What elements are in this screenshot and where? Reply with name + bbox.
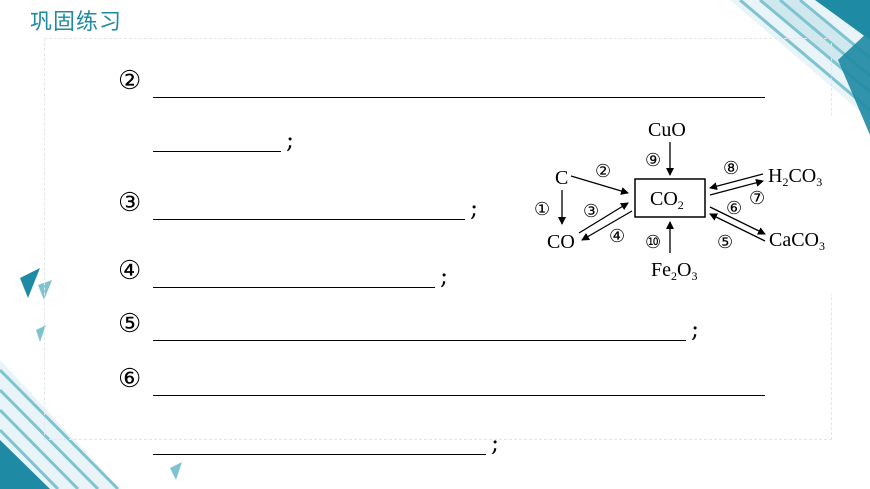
h2co3-label: H2CO3	[768, 165, 822, 189]
exercise-number: ⑥	[118, 364, 142, 394]
arrow-label-7: ⑦	[749, 188, 765, 208]
answer-line[interactable]	[153, 340, 686, 341]
cuo-label: CuO	[648, 119, 686, 141]
co-label: CO	[547, 231, 575, 253]
arrow-3	[578, 202, 629, 234]
answer-line[interactable]	[153, 97, 765, 98]
exercise-number: ③	[118, 188, 142, 218]
arrow-label-3: ③	[583, 201, 599, 221]
page-title: 巩固练习	[30, 10, 123, 35]
exercise-number: ②	[118, 66, 142, 96]
exercise-number: ④	[118, 256, 142, 286]
arrow-label-5: ⑤	[717, 232, 733, 252]
bottom-left-stripes	[0, 360, 182, 489]
arrow-5	[709, 213, 766, 242]
arrow-label-1: ①	[534, 199, 550, 219]
arrow-4	[581, 210, 633, 241]
caco3-label: CaCO3	[769, 229, 825, 253]
co2-box	[634, 178, 706, 218]
co2-conversion-diagram: CO2 CuO ⑨ Fe2O3 ⑩ C ② ① CO ③ ④ H2CO3 ⑧ ⑦…	[534, 119, 825, 283]
top-right-stripes	[730, 0, 870, 135]
arrow-label-8: ⑧	[723, 158, 739, 178]
semicolon: ;	[491, 429, 500, 457]
semicolon: ;	[470, 194, 479, 222]
answer-line[interactable]	[153, 287, 435, 288]
arrow-label-4: ④	[609, 226, 625, 246]
arrow-label-2: ②	[595, 161, 611, 181]
arrow-label-10: ⑩	[645, 232, 661, 252]
answer-line[interactable]	[153, 454, 486, 455]
arrow-label-9: ⑨	[645, 150, 661, 170]
exercise-number: ⑤	[118, 309, 142, 339]
arrow-8	[709, 173, 764, 191]
arrow-6	[709, 206, 766, 235]
fe2o3-label: Fe2O3	[651, 259, 697, 283]
semicolon: ;	[691, 315, 700, 343]
answer-line[interactable]	[153, 219, 465, 220]
co2-label: CO2	[650, 188, 684, 212]
semicolon: ;	[286, 126, 295, 154]
diagram-panel	[527, 116, 853, 294]
answer-line[interactable]	[153, 151, 281, 152]
arrow-label-6: ⑥	[726, 198, 742, 218]
answer-line[interactable]	[153, 395, 765, 396]
arrow-7	[709, 178, 764, 196]
arrow-2	[570, 175, 629, 195]
c-label: C	[555, 167, 568, 189]
semicolon: ;	[440, 262, 449, 290]
left-triangles	[20, 268, 52, 342]
